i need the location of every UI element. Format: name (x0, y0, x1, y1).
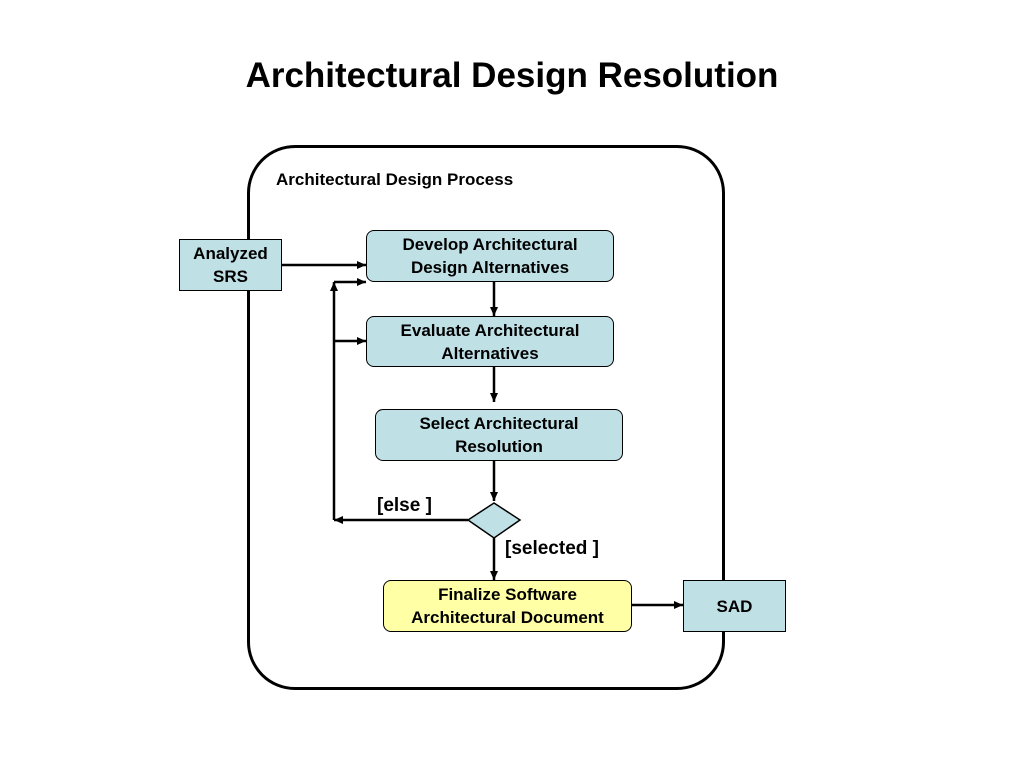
finalize-document-box: Finalize Software Architectural Document (383, 580, 632, 632)
finalize-document-label: Finalize Software Architectural Document (411, 585, 604, 627)
analyzed-srs-label: Analyzed SRS (193, 244, 268, 286)
select-resolution-label: Select Architectural Resolution (419, 414, 579, 456)
sad-box: SAD (683, 580, 786, 632)
process-frame (247, 145, 725, 690)
sad-label: SAD (716, 596, 753, 616)
evaluate-alternatives-box: Evaluate Architectural Alternatives (366, 316, 614, 367)
analyzed-srs-box: Analyzed SRS (179, 239, 282, 291)
selected-guard-label: [selected ] (505, 538, 599, 559)
evaluate-alternatives-label: Evaluate Architectural Alternatives (400, 320, 580, 363)
select-resolution-box: Select Architectural Resolution (375, 409, 623, 461)
process-label: Architectural Design Process (276, 170, 514, 189)
decision-diamond (466, 502, 522, 539)
else-guard-label: [else ] (377, 495, 432, 516)
develop-alternatives-box: Develop Architectural Design Alternative… (366, 230, 614, 282)
develop-alternatives-label: Develop Architectural Design Alternative… (402, 235, 578, 277)
slide-title: Architectural Design Resolution (245, 56, 779, 95)
